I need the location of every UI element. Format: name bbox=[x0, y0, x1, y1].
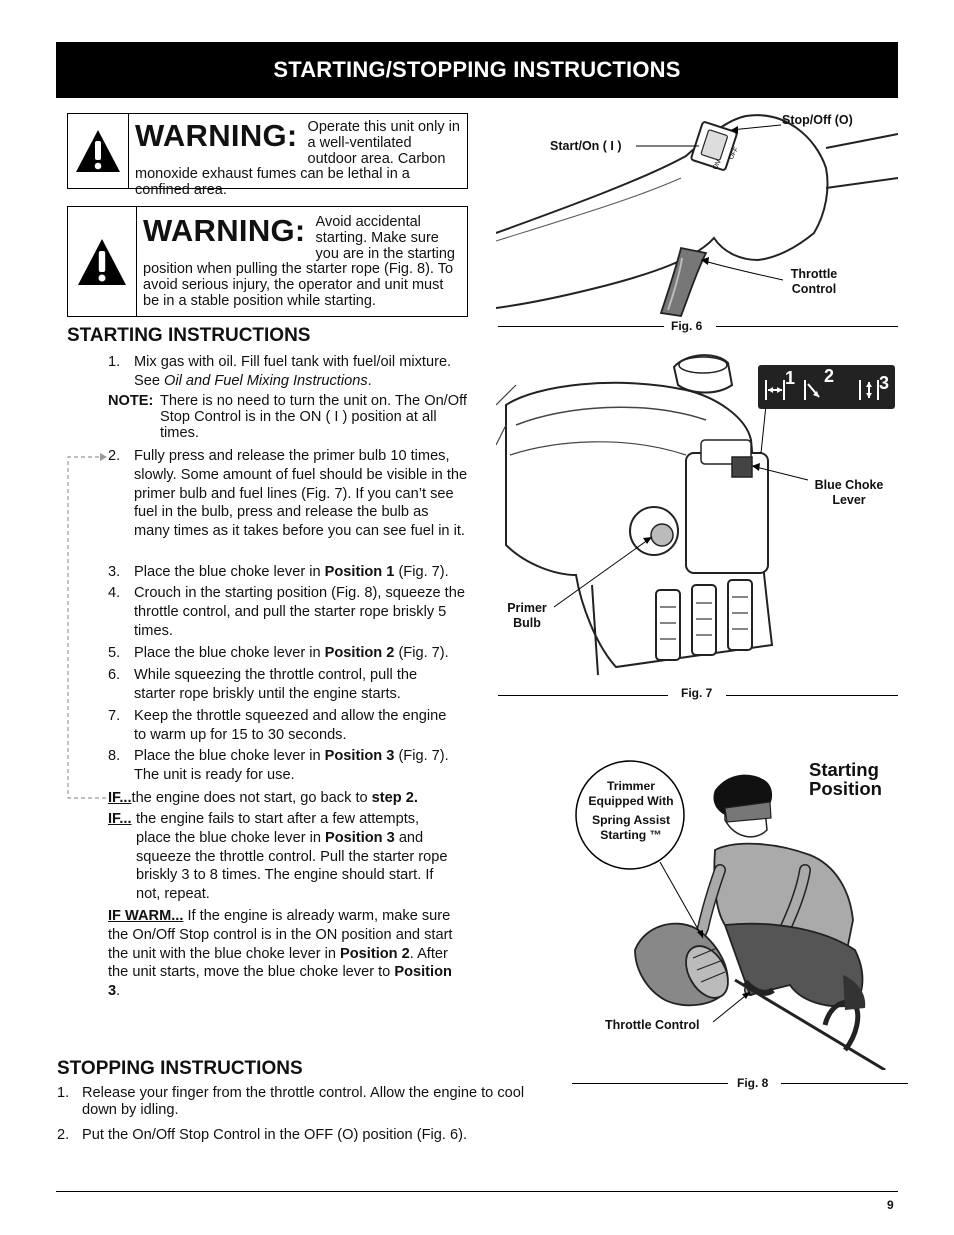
choke-position-1-icon bbox=[765, 380, 785, 400]
go-back-arrow bbox=[67, 453, 107, 799]
fig8-caption-rule-right bbox=[781, 1083, 908, 1084]
step-4: 4. Crouch in the starting position (Fig.… bbox=[108, 585, 465, 639]
step-2: 2. Fully press and release the primer bu… bbox=[108, 448, 468, 540]
fig8-caption-rule-left bbox=[572, 1083, 728, 1084]
warning-body: Avoid accidental starting. Make sure you… bbox=[143, 214, 455, 309]
warning-word: WARNING: bbox=[143, 213, 306, 248]
choke-position-2-icon bbox=[804, 380, 820, 400]
start-on-label: Start/On ( I ) bbox=[550, 139, 622, 153]
page-number: 9 bbox=[887, 1198, 894, 1212]
if-warm: IF WARM... If the engine is already warm… bbox=[108, 908, 453, 1000]
footer-rule bbox=[56, 1191, 898, 1192]
warning-triangle-icon bbox=[76, 130, 120, 172]
fig6-caption: Fig. 6 bbox=[671, 319, 703, 333]
step-5: 5. Place the blue choke lever in Positio… bbox=[108, 645, 449, 661]
choke-position-1: 1 bbox=[785, 368, 796, 388]
fig7-caption-rule-left bbox=[498, 695, 668, 696]
fig8-caption: Fig. 8 bbox=[737, 1076, 769, 1090]
warning-triangle-icon bbox=[78, 238, 126, 285]
fig6-caption-rule-left bbox=[498, 326, 664, 327]
warning-text-ventilation: WARNING:Operate this unit only in a well… bbox=[135, 118, 461, 199]
step-6: 6. While squeezing the throttle control,… bbox=[108, 667, 418, 702]
stopping-instructions-heading: STOPPING INSTRUCTIONS bbox=[57, 1058, 303, 1079]
warning-text-accidental-start: WARNING:Avoid accidental starting. Make … bbox=[143, 213, 461, 310]
fig7-caption-rule-right bbox=[726, 695, 898, 696]
warning-box-accidental-start: WARNING:Avoid accidental starting. Make … bbox=[67, 206, 468, 317]
starting-instructions-heading: STARTING INSTRUCTIONS bbox=[67, 325, 311, 346]
fig7-caption: Fig. 7 bbox=[681, 686, 713, 700]
warning-icon-container bbox=[68, 114, 129, 188]
note: NOTE: There is no need to turn the unit … bbox=[108, 393, 468, 441]
stop-step-2: 2. Put the On/Off Stop Control in the OF… bbox=[57, 1127, 467, 1143]
step-7: 7. Keep the throttle squeezed and allow … bbox=[108, 708, 447, 743]
step-3: 3. Place the blue choke lever in Positio… bbox=[108, 564, 449, 580]
warning-box-ventilation: WARNING:Operate this unit only in a well… bbox=[67, 113, 468, 198]
oil-fuel-reference: Oil and Fuel Mixing Instructions bbox=[164, 372, 368, 389]
warning-icon-container bbox=[68, 207, 137, 316]
fig6-caption-rule-right bbox=[716, 326, 898, 327]
note-label: NOTE: bbox=[108, 393, 154, 409]
step-8: 8. Place the blue choke lever in Positio… bbox=[108, 748, 449, 783]
note-text: There is no need to turn the unit on. Th… bbox=[160, 393, 467, 441]
stop-off-label: Stop/Off (O) bbox=[782, 113, 853, 127]
stop-step-1: 1. Release your finger from the throttle… bbox=[57, 1085, 525, 1118]
warning-word: WARNING: bbox=[135, 118, 298, 153]
if-fails: IF... the engine fails to start after a … bbox=[108, 811, 448, 903]
fig8-throttle-control-label: Throttle Control bbox=[605, 1018, 700, 1032]
fig7-engine-illustration bbox=[496, 354, 809, 676]
fig6-handle-illustration: ON OFF bbox=[496, 114, 898, 317]
fig8-operator-illustration bbox=[575, 760, 886, 1070]
if-no-start: IF...the engine does not start, go back … bbox=[108, 790, 418, 806]
choke-position-2: 2 bbox=[824, 366, 835, 386]
section-title: STARTING/STOPPING INSTRUCTIONS bbox=[273, 57, 681, 82]
choke-position-indicator: 1 2 3 bbox=[758, 365, 895, 409]
step-1: 1. Mix gas with oil. Fill fuel tank with… bbox=[108, 354, 452, 389]
section-title-banner: STARTING/STOPPING INSTRUCTIONS bbox=[56, 42, 898, 98]
switch-on-text: ON bbox=[712, 159, 723, 171]
warning-body: Operate this unit only in a well-ventila… bbox=[135, 119, 460, 199]
choke-position-3-icon bbox=[859, 380, 879, 400]
choke-position-3: 3 bbox=[879, 373, 890, 393]
